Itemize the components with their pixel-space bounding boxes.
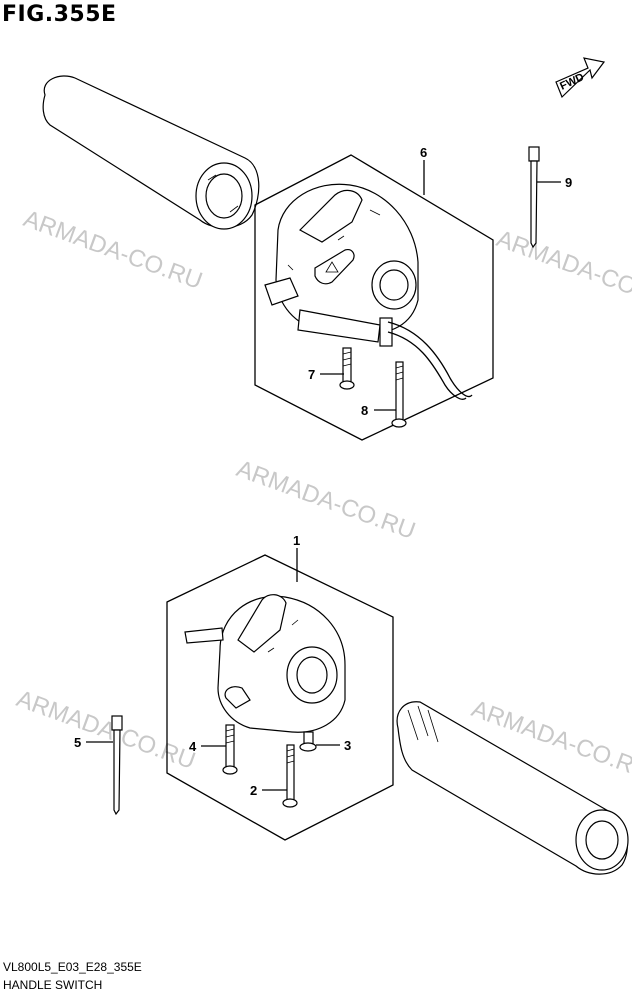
callout-8: 8 [361, 403, 368, 418]
watermark-4: ARMADA-CO.RU [13, 685, 199, 775]
right-switch-housing [264, 183, 419, 347]
callout-9: 9 [565, 175, 572, 190]
callout-4: 4 [189, 739, 197, 754]
callout-2: 2 [250, 783, 257, 798]
fwd-arrow-icon: FWD [555, 57, 606, 99]
callout-6: 6 [420, 145, 427, 160]
screw-7 [339, 347, 355, 390]
fwd-label: FWD [558, 71, 586, 92]
watermark-3: ARMADA-CO.RU [233, 455, 419, 545]
assembly-frame-1 [166, 554, 394, 841]
assembly-frame-6 [254, 154, 494, 441]
grip-left [42, 75, 260, 230]
callout-1: 1 [293, 533, 300, 548]
cable-tie-5 [111, 715, 123, 816]
cable-tie-9 [528, 146, 540, 249]
screw-3 [299, 731, 317, 752]
figure-title: FIG.355E [2, 2, 117, 27]
diagram-code: VL800L5_E03_E28_355E [3, 960, 142, 974]
grip-right [396, 701, 629, 875]
watermark-2: ARMADA-CO.RU [493, 225, 632, 315]
screw-2 [282, 744, 298, 808]
diagram-name: HANDLE SWITCH [3, 978, 103, 992]
callout-3: 3 [344, 738, 351, 753]
left-switch-housing [184, 594, 346, 733]
callout-7: 7 [308, 367, 315, 382]
screw-4 [222, 724, 238, 775]
screw-8 [391, 361, 407, 428]
callout-5: 5 [74, 735, 81, 750]
wire-harness [387, 321, 473, 398]
watermark-1: ARMADA-CO.RU [20, 205, 206, 295]
